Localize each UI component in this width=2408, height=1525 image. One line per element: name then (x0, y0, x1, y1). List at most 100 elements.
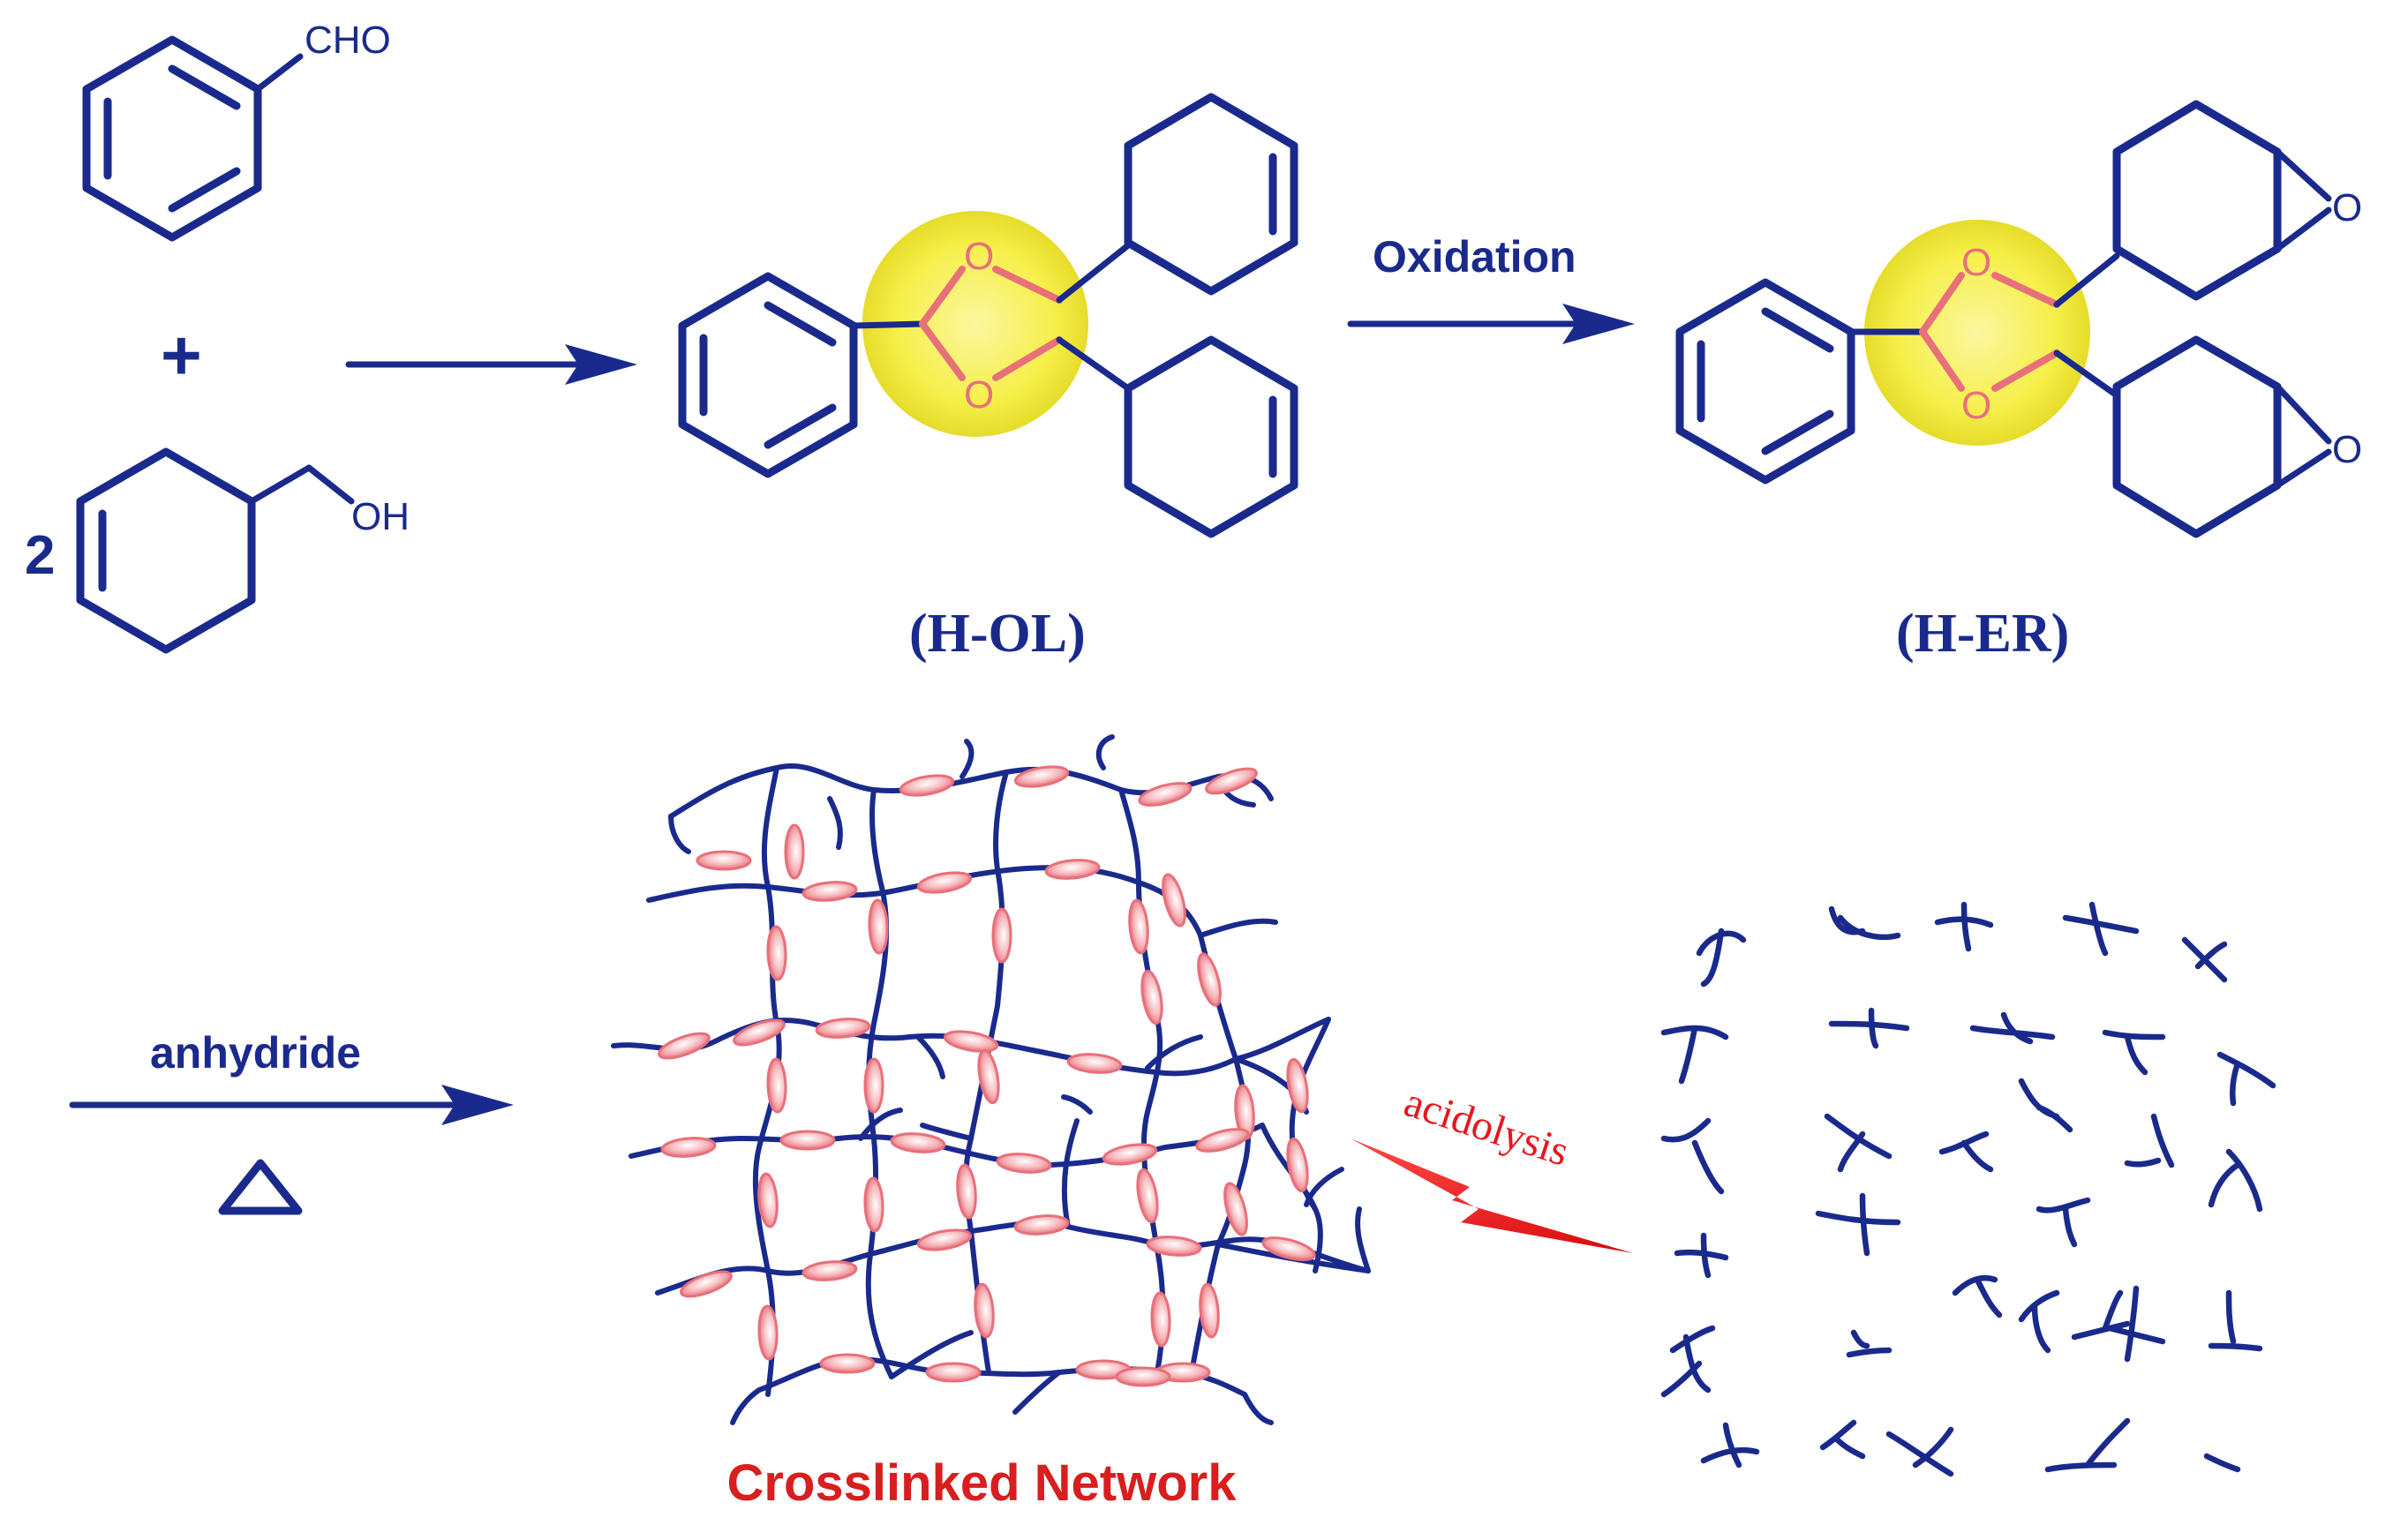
acetal-linkages (658, 765, 1316, 1387)
epoxide-oxygen-label: O (2332, 186, 2362, 229)
acetal-bead (1261, 1236, 1316, 1261)
degraded-fragment (1969, 1011, 2056, 1045)
acetal-bead (784, 823, 805, 880)
acetal-bead (899, 774, 955, 797)
acetal-bead (1223, 1182, 1248, 1236)
acetal-highlight (862, 211, 1088, 437)
plus-sign: + (161, 316, 202, 394)
acetal-bead (991, 907, 1012, 964)
acetal-bead (1150, 1291, 1171, 1348)
acetal-bead (1162, 873, 1186, 928)
degraded-fragment (2124, 1113, 2175, 1168)
acetal-bead (863, 1176, 884, 1233)
degraded-fragment (1952, 1274, 2003, 1318)
degraded-fragment (2216, 1051, 2276, 1107)
acetal-bead (1205, 767, 1258, 795)
degraded-fragment (1885, 1426, 1954, 1477)
acetal-oxygen-label: O (964, 235, 994, 278)
acetal-bead (1146, 1236, 1202, 1257)
degraded-fragments (1660, 901, 2276, 1477)
degraded-fragment (2203, 1453, 2241, 1473)
acetal-bead (925, 1362, 982, 1383)
degraded-fragment (1660, 1117, 1725, 1195)
degraded-fragment (1828, 905, 1901, 941)
degraded-fragment (1934, 901, 1994, 952)
hol-structure: O O (678, 93, 1298, 538)
acetal-bead (680, 1270, 733, 1298)
degraded-fragment (2208, 1289, 2263, 1352)
acetal-bead (660, 1137, 717, 1158)
acidolysis-arrow: acidolysis (1351, 1078, 1633, 1253)
acetal-bead (890, 1132, 946, 1153)
degraded-fragment (2018, 1289, 2060, 1354)
acetal-bead (1128, 898, 1149, 955)
acetal-bead (863, 1057, 884, 1114)
hol-compound-label: (H-OL) (909, 604, 1086, 664)
acetal-bead (868, 898, 889, 955)
acidolysis-label: acidolysis (1399, 1078, 1575, 1176)
acetal-bead (1102, 1143, 1158, 1166)
acetal-bead (956, 1163, 977, 1220)
acetal-bead (1136, 1168, 1159, 1224)
stoichiometric-coefficient: 2 (25, 525, 55, 586)
degraded-fragment (2102, 1029, 2166, 1076)
acetal-bead (943, 1030, 999, 1053)
degraded-fragment (1828, 1007, 1910, 1049)
curing-arrow: anhydride △ (69, 1028, 514, 1215)
acetal-bead (819, 1353, 876, 1374)
her-structure: O O O O (1675, 100, 2362, 538)
acetal-bead (1138, 782, 1193, 807)
acetal-bead (1199, 1282, 1220, 1339)
degraded-fragment (1674, 1232, 1729, 1279)
acetal-bead (1013, 1214, 1070, 1236)
acetal-bead (766, 1057, 787, 1114)
degraded-fragment (1846, 1329, 1893, 1358)
acetal-bead (977, 1048, 1000, 1105)
degraded-fragment (2208, 1148, 2263, 1213)
acetal-bead (996, 1153, 1052, 1174)
acetal-bead (1066, 1053, 1123, 1074)
degraded-fragment (1938, 1131, 1994, 1173)
acetal-bead (733, 1018, 786, 1047)
degraded-fragment (2181, 936, 2228, 983)
acetal-bead (1044, 859, 1101, 880)
lightning-bolt-icon (1351, 1138, 1633, 1253)
acetal-bead (974, 1282, 995, 1339)
acetal-bead (757, 1304, 779, 1361)
cyclohexenylmethanol-structure: OH (76, 447, 410, 654)
oxidation-label: Oxidation (1373, 232, 1576, 282)
acetal-oxygen-label: O (964, 373, 994, 417)
acetal-oxygen-label: O (1961, 241, 1991, 284)
benzaldehyde-structure: CHO (82, 19, 391, 242)
anhydride-label: anhydride (150, 1028, 361, 1078)
her-compound-label: (H-ER) (1896, 604, 2069, 664)
acetal-bead (1286, 1057, 1309, 1114)
heat-triangle-icon (218, 1159, 303, 1215)
oxidation-arrow: Oxidation (1347, 232, 1635, 344)
acetal-bead (801, 881, 858, 902)
acetal-bead (1286, 1137, 1309, 1193)
epoxide-oxygen-label: O (2332, 428, 2362, 471)
acetal-bead (779, 1130, 836, 1151)
degraded-fragment (1660, 1360, 1703, 1398)
acetal-oxygen-label: O (1961, 384, 1991, 427)
degraded-fragment (2071, 1289, 2131, 1341)
reaction-arrow (345, 344, 637, 385)
acetal-bead (1115, 1366, 1171, 1387)
acetal-bead (766, 925, 787, 981)
degraded-fragment (1824, 1113, 1893, 1173)
acetal-highlight (1864, 220, 2090, 446)
acetal-bead (916, 1228, 973, 1251)
degraded-fragment (1819, 1419, 1866, 1460)
degraded-fragment (1700, 1422, 1760, 1469)
acetal-bead (815, 1018, 871, 1039)
acetal-bead (1195, 1128, 1250, 1153)
acetal-bead (658, 1032, 711, 1060)
acetal-bead (801, 1260, 858, 1281)
degraded-fragment (2106, 1285, 2166, 1363)
network-title: Crosslinked Network (727, 1454, 1238, 1512)
acetal-bead (696, 850, 752, 871)
acetal-bead (1140, 969, 1163, 1025)
acetal-bead (916, 871, 973, 894)
